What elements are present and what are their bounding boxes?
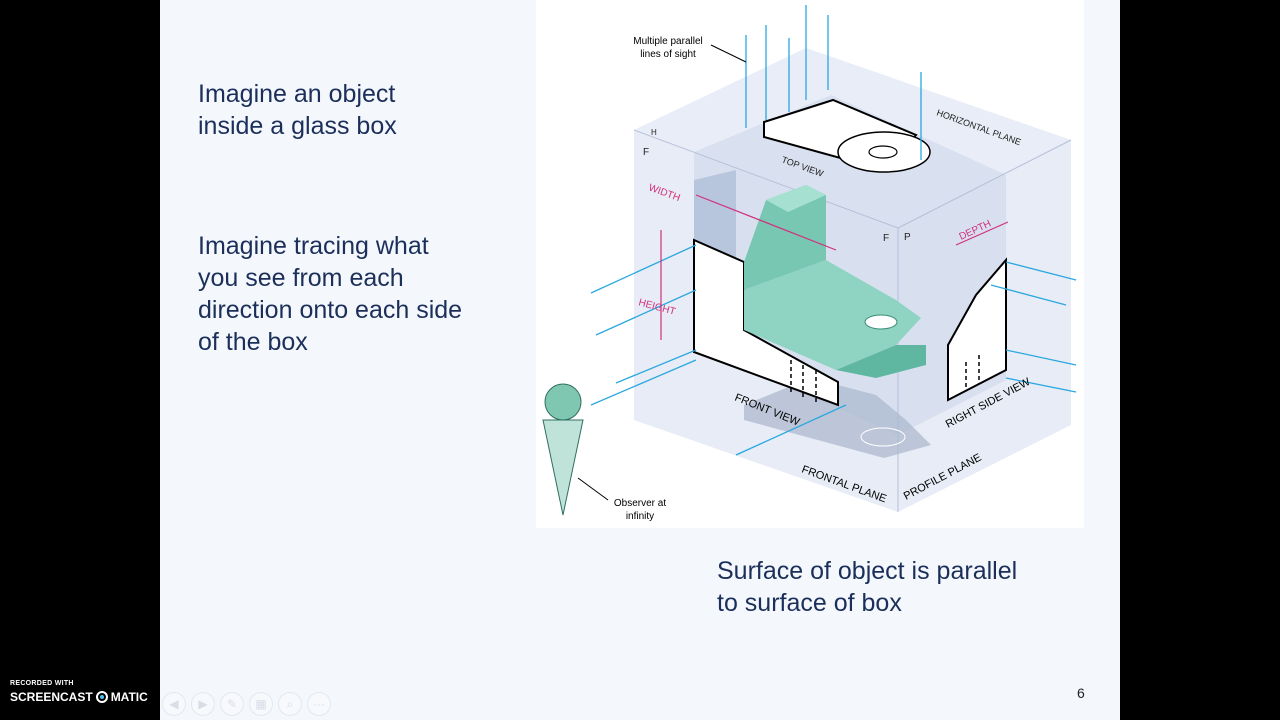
text-block-glass-box: Imagine an object inside a glass box xyxy=(198,78,397,142)
label-lines-of-sight-1: Multiple parallel xyxy=(633,36,702,47)
text-line: direction onto each side xyxy=(198,296,463,324)
back-icon[interactable]: ◀ xyxy=(162,692,186,716)
zoom-icon[interactable]: ⌕ xyxy=(278,692,302,716)
slideshow-toolbar: ◀ ▶ ✎ ▦ ⌕ ··· xyxy=(162,692,331,718)
observer-cone xyxy=(542,419,584,516)
screencast-watermark: RECORDED WITH SCREENCAST MATIC xyxy=(10,680,148,704)
object-upright-side xyxy=(744,185,826,290)
text-block-surface-parallel: Surface of object is parallel to surface… xyxy=(717,555,1017,619)
label-observer-2: infinity xyxy=(626,511,654,522)
sight-leader xyxy=(710,44,747,63)
observer-leader xyxy=(577,477,609,501)
text-line: of the box xyxy=(198,328,308,356)
text-line: Imagine tracing what xyxy=(198,232,429,260)
glass-box-illustration: Multiple parallel lines of sight HORIZON… xyxy=(542,5,1077,522)
text-block-tracing: Imagine tracing what you see from each d… xyxy=(198,230,462,358)
text-line: you see from each xyxy=(198,264,404,292)
forward-icon[interactable]: ▶ xyxy=(191,692,215,716)
label-f-corner: F xyxy=(643,147,649,158)
object-round-end xyxy=(836,345,926,378)
glass-edge xyxy=(897,139,1072,229)
watermark-brand-right: MATIC xyxy=(110,690,148,704)
right-side-view-outline xyxy=(947,257,1007,402)
pen-icon[interactable]: ✎ xyxy=(220,692,244,716)
projection-shadow xyxy=(744,378,931,458)
label-p-mid: P xyxy=(904,232,911,243)
glass-box-figure: Multiple parallel lines of sight HORIZON… xyxy=(536,0,1084,528)
text-line: Imagine an object xyxy=(198,80,396,108)
watermark-brand: SCREENCAST MATIC xyxy=(10,690,148,704)
object-upright-top xyxy=(766,185,826,212)
text-line: inside a glass box xyxy=(198,112,397,140)
watermark-recorded-with: RECORDED WITH xyxy=(10,680,74,687)
text-line: to surface of box xyxy=(717,589,902,617)
record-dot-icon xyxy=(95,691,108,703)
watermark-brand-left: SCREENCAST xyxy=(10,690,93,704)
observer-head xyxy=(544,383,582,421)
object-base xyxy=(744,260,921,370)
lines-of-sight xyxy=(590,5,1077,456)
top-view-hole xyxy=(868,145,898,159)
text-line: Surface of object is parallel xyxy=(717,557,1018,585)
page-number: 6 xyxy=(1077,685,1085,701)
glass-edge xyxy=(633,129,899,229)
object-hole xyxy=(864,314,898,330)
label-f-mid: F xyxy=(883,233,889,244)
slides-icon[interactable]: ▦ xyxy=(249,692,273,716)
dimension-lines xyxy=(660,194,1009,340)
label-observer-1: Observer at xyxy=(614,498,666,509)
label-lines-of-sight-2: lines of sight xyxy=(640,49,696,60)
projection-hole xyxy=(860,427,906,447)
more-icon[interactable]: ··· xyxy=(307,692,331,716)
label-h: H xyxy=(651,128,657,137)
